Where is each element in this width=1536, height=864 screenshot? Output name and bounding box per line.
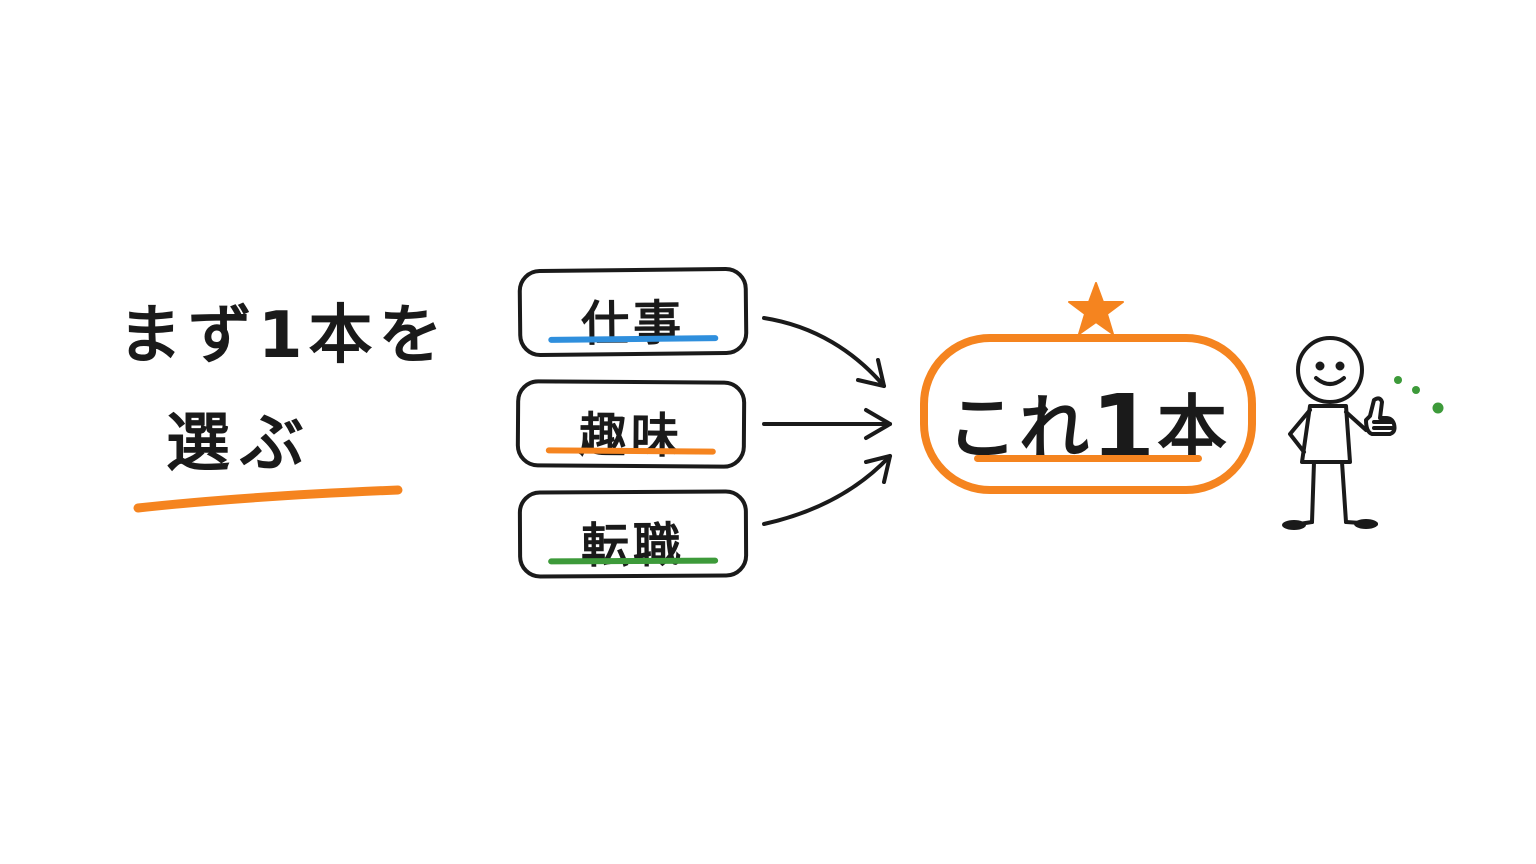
arrow-career-head <box>864 454 892 484</box>
result-label: これ1本 <box>928 372 1248 482</box>
arrow-work <box>762 316 886 388</box>
option-label-career: 転職 <box>580 517 686 575</box>
result-underline <box>974 455 1202 462</box>
title-line-2: 選ぶ <box>166 407 314 481</box>
option-label-hobby: 趣味 <box>578 407 684 465</box>
result-box: これ1本 <box>920 334 1256 494</box>
stick-figure-icon <box>1282 336 1397 530</box>
result-label-number: 1 <box>1090 375 1157 482</box>
arrow-hobby-head <box>864 408 892 440</box>
option-label-work: 仕事 <box>580 295 686 353</box>
option-box-career: 転職 <box>517 489 749 579</box>
option-underline-hobby <box>545 447 716 455</box>
option-underline-career <box>548 557 719 565</box>
title-line-1: まず1本を <box>118 299 449 373</box>
star-icon <box>1068 282 1124 335</box>
option-box-work: 仕事 <box>517 266 749 358</box>
option-box-hobby: 趣味 <box>515 379 747 469</box>
arrow-career <box>762 454 892 526</box>
sparkle-dots-icon <box>1394 376 1444 414</box>
arrow-work-head <box>856 358 886 388</box>
